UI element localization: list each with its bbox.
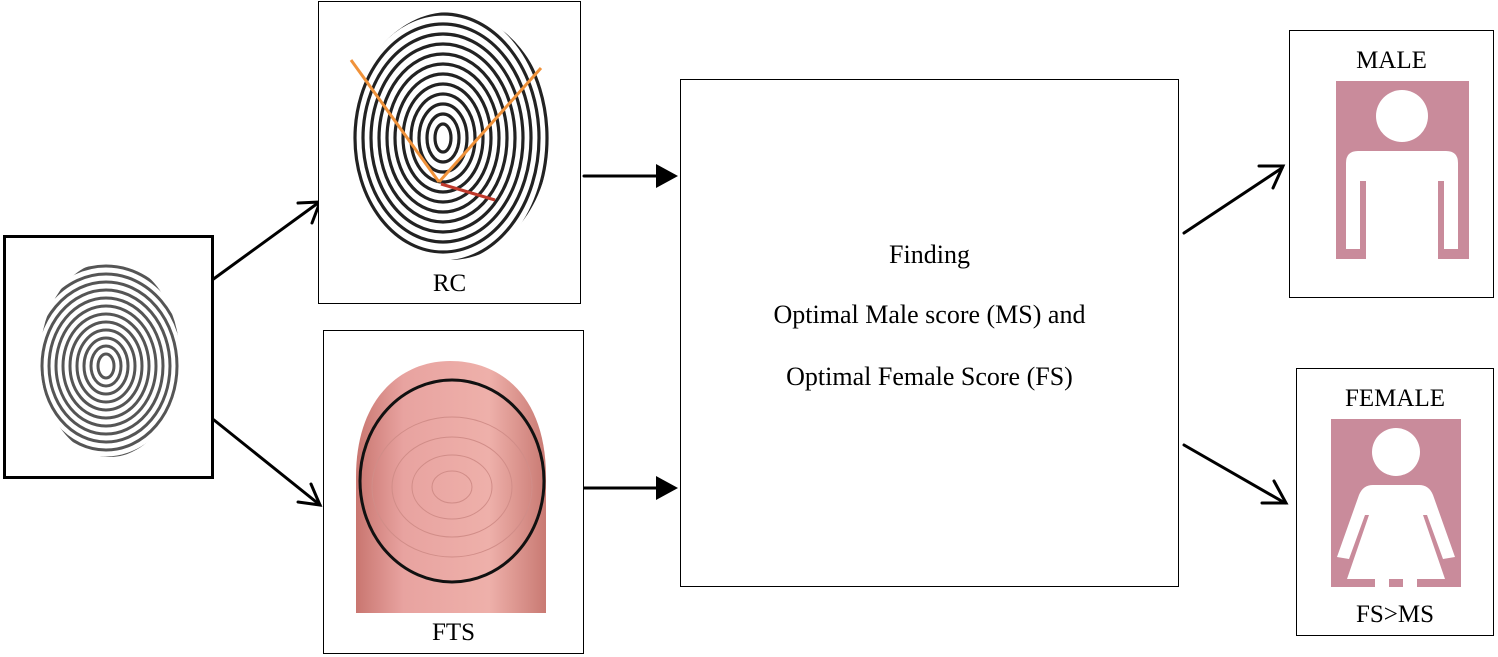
female-condition-label: FS>MS (1355, 601, 1435, 628)
fts-box: FTS (323, 330, 584, 654)
female-label: FEMALE (1345, 385, 1445, 412)
fts-label: FTS (431, 619, 476, 646)
male-person-icon (1336, 81, 1469, 259)
female-box: FEMALE FS>MS (1296, 368, 1494, 636)
arrow-process-to-female (1182, 443, 1287, 505)
arrow-input-to-rc (206, 201, 320, 285)
rc-fingerprint-image (349, 12, 550, 260)
process-box: Finding Optimal Male score (MS) and Opti… (680, 79, 1179, 587)
fingertip-image (356, 361, 546, 613)
process-line-female-score: Optimal Female Score (FS) (786, 362, 1073, 391)
male-box: MALE (1289, 30, 1494, 298)
arrow-process-to-male (1182, 166, 1284, 235)
fingerprint-image (40, 264, 180, 457)
male-label: MALE (1356, 47, 1427, 74)
arrow-input-to-fts (212, 418, 322, 507)
female-person-icon (1331, 419, 1461, 587)
ridge-count-lines (349, 59, 543, 202)
rc-label: RC (432, 270, 467, 297)
fingertip-circle (358, 378, 546, 584)
input-fingerprint-box (3, 235, 214, 479)
process-line-finding: Finding (889, 240, 970, 269)
process-line-male-score: Optimal Male score (MS) and (773, 300, 1086, 329)
rc-box: RC (318, 1, 581, 304)
